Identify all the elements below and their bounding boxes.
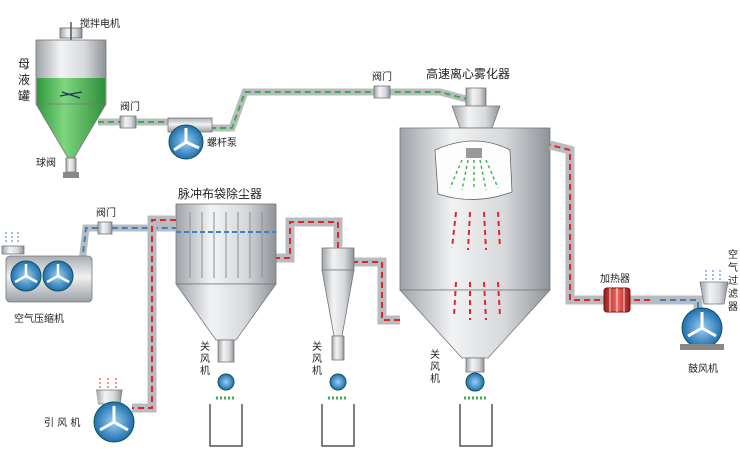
liquid-pipe [98, 88, 471, 132]
mother-liquor-tank [35, 22, 107, 178]
label-lock2-c: 机 [312, 364, 322, 377]
exhaust-pipe [132, 215, 176, 413]
label-lock3-b: 风 [430, 361, 440, 373]
drying-tower [399, 127, 551, 447]
label-air-compressor: 空气压缩机 [14, 312, 64, 325]
label-atomizer: 高速离心雾化器 [426, 66, 510, 81]
valve-2-icon [373, 85, 391, 99]
label-screw-pump: 螺杆泵 [207, 137, 237, 149]
label-blower: 鼓风机 [688, 362, 718, 375]
valve-1-icon [119, 115, 137, 129]
valve-3-icon [97, 221, 113, 235]
label-valve-3: 阀门 [96, 206, 116, 219]
label-bag-filter: 脉冲布袋除尘器 [178, 186, 262, 201]
air-compressor [1, 232, 93, 303]
label-lock1-b: 风 [200, 353, 210, 365]
label-valve-1: 阀门 [120, 100, 140, 113]
label-valve-2: 阀门 [372, 70, 392, 83]
label-filter-2: 气 [728, 261, 738, 274]
compressed-air-pipe [78, 224, 176, 263]
label-tank-3: 罐 [18, 89, 30, 103]
induced-fan [93, 378, 135, 443]
label-filter-3: 过 [728, 274, 738, 287]
label-tank-1: 母 [18, 57, 30, 71]
label-lock1-c: 机 [200, 364, 210, 377]
cyclone-to-filter-pipe [276, 217, 343, 263]
bag-filter [175, 203, 277, 447]
label-lock2-a: 关 [312, 340, 322, 353]
label-lock3-c: 机 [430, 372, 440, 385]
label-lock3-a: 关 [430, 348, 440, 361]
blower [680, 270, 729, 350]
label-ball-valve: 球阀 [36, 156, 56, 169]
label-lock1-a: 关 [200, 340, 210, 353]
label-filter-1: 空 [728, 248, 738, 261]
label-heater: 加热器 [600, 272, 630, 285]
label-filter-4: 滤 [728, 287, 738, 300]
label-lock2-b: 风 [312, 353, 322, 365]
label-induced-fan: 引 风 机 [44, 416, 80, 429]
label-mixer-motor: 搅拌电机 [80, 17, 120, 30]
tower-to-cyclone-pipe [352, 257, 400, 325]
screw-pump [167, 117, 213, 160]
label-tank-2: 液 [18, 72, 30, 87]
cyclone [321, 247, 355, 447]
label-filter-5: 器 [728, 301, 738, 313]
heater [603, 287, 631, 313]
